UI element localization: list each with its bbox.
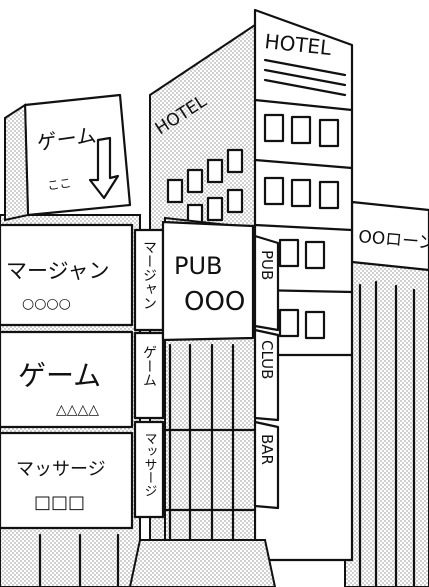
- vertical-mahjong-sign: マージャン: [141, 240, 157, 310]
- top-left-sign-sub: ここ: [46, 176, 72, 193]
- massage-sign-sub: □□□: [34, 492, 85, 513]
- vertical-sign-column-right: PUB CLUB BAR: [253, 234, 280, 510]
- vertical-bar-sign: BAR: [258, 434, 276, 465]
- down-arrow-icon: [88, 136, 120, 200]
- loan-building: [344, 200, 429, 587]
- game-sign-text: ゲーム: [18, 359, 101, 392]
- pub-sign-sub: OOO: [184, 287, 245, 317]
- game-sign-sub: △△△△: [56, 402, 99, 418]
- left-front-building: ゲーム ここ マージャン ○○○○ ゲーム △△△△ マッサージ □□□: [0, 93, 141, 587]
- mahjong-sign-sub: ○○○○: [22, 296, 71, 312]
- vertical-club-sign: CLUB: [258, 340, 276, 379]
- pub-sign-text: PUB: [174, 252, 223, 280]
- vertical-massage-sign: マッサージ: [142, 432, 157, 497]
- mahjong-sign-text: マージャン: [6, 259, 110, 283]
- vertical-game-sign: ゲーム: [141, 345, 157, 387]
- massage-sign-text: マッサージ: [16, 459, 106, 480]
- vertical-sign-column-left: マージャン ゲーム マッサージ: [133, 228, 165, 519]
- vertical-pub-sign: PUB: [258, 250, 276, 280]
- pub-building: PUB OOO: [128, 216, 277, 587]
